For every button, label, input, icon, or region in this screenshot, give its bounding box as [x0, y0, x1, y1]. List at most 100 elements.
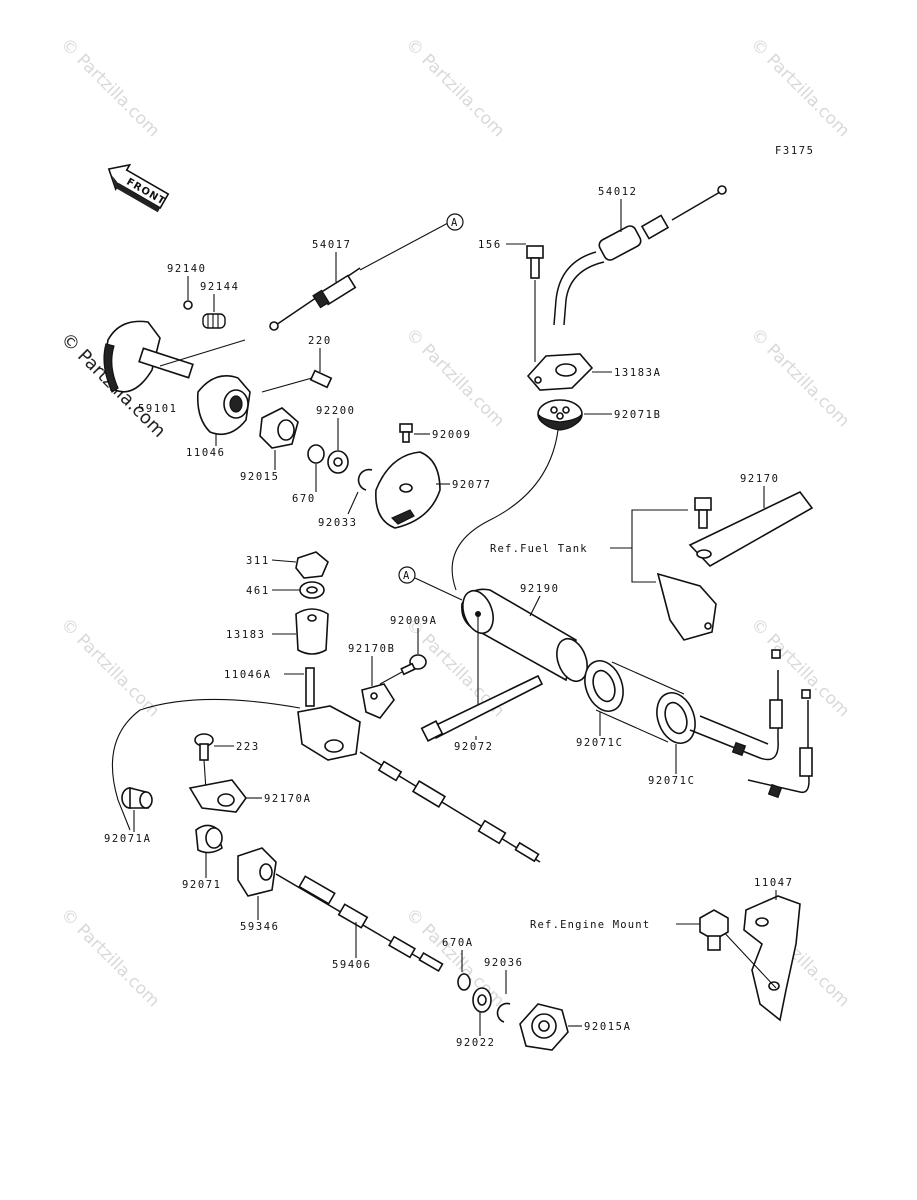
part-92170a-clamp	[188, 779, 247, 813]
watermark: © Partzilla.com	[746, 324, 853, 431]
label-92071c-1: 92071C	[576, 737, 624, 749]
watermark: © Partzilla.com	[56, 614, 163, 721]
front-arrow-icon: FRONT	[107, 163, 170, 213]
part-92071b-grommet	[537, 399, 583, 431]
watermark: © Partzilla.com	[56, 904, 163, 1011]
part-54012-cable	[553, 185, 727, 326]
part-92077-cover	[375, 451, 441, 529]
label-220: 220	[308, 335, 332, 347]
part-92071c-grommet-1	[584, 660, 624, 712]
part-311-nut	[295, 551, 329, 579]
label-92071c-2: 92071C	[648, 775, 696, 787]
label-13183: 13183	[226, 629, 266, 641]
part-92072-strap	[420, 674, 544, 742]
callout-a-letter: A	[451, 217, 459, 229]
label-92071: 92071	[182, 879, 222, 891]
watermark: © Partzilla.com	[56, 34, 163, 141]
part-11047-bracket	[719, 895, 801, 1022]
callout-a-middle-letter: A	[403, 570, 411, 582]
watermark: © Partzilla.com	[746, 34, 853, 141]
label-92170a: 92170A	[264, 793, 312, 805]
part-13183-spacer	[295, 608, 329, 655]
part-670a-oring	[457, 973, 471, 991]
label-92071a: 92071A	[104, 833, 152, 845]
label-59406: 59406	[332, 959, 372, 971]
label-11047: 11047	[754, 877, 794, 889]
engine-mount-bolt	[699, 909, 729, 951]
callout-a-middle: A	[398, 566, 463, 601]
label-11046a: 11046A	[224, 669, 272, 681]
label-13183a: 13183A	[614, 367, 662, 379]
part-92071-grommet	[195, 824, 223, 854]
part-220-bolt	[261, 369, 333, 393]
watermark: © Partzilla.com	[401, 324, 508, 431]
part-92009-screw	[399, 423, 413, 443]
watermark: © Partzilla.com	[746, 614, 853, 721]
figure-code: F3175	[775, 145, 815, 157]
watermark-layer: © Partzilla.com © Partzilla.com © Partzi…	[56, 34, 853, 1011]
part-92022-washer	[472, 987, 492, 1013]
part-59101-lever	[103, 320, 246, 393]
fuel-tank-bracket	[656, 572, 717, 641]
label-156: 156	[478, 239, 502, 251]
label-11046: 11046	[186, 447, 226, 459]
part-92036-clip	[496, 1002, 511, 1023]
label-92144: 92144	[200, 281, 240, 293]
label-92071b: 92071B	[614, 409, 662, 421]
label-223: 223	[236, 741, 260, 753]
label-92077: 92077	[452, 479, 492, 491]
part-92071c-grommet-2	[656, 692, 696, 744]
part-670-oring	[307, 444, 325, 464]
label-92036: 92036	[484, 957, 524, 969]
label-311: 311	[246, 555, 270, 567]
ref-fuel-tank-label: Ref.Fuel Tank	[490, 543, 588, 555]
part-92015-nut	[259, 407, 299, 449]
label-92170: 92170	[740, 473, 780, 485]
label-92022: 92022	[456, 1037, 496, 1049]
part-11046a-bracket	[297, 667, 361, 761]
part-92200-washer	[327, 450, 349, 474]
part-92071a-grommet	[121, 786, 153, 809]
ref-fuel-tank-leader	[631, 509, 688, 583]
shift-cable-middle	[359, 751, 541, 863]
label-92170b: 92170B	[348, 643, 396, 655]
part-92140-ball	[183, 300, 193, 310]
part-92144-spring	[202, 313, 226, 329]
part-92170b-clamp	[361, 683, 395, 719]
label-92015a: 92015A	[584, 1021, 632, 1033]
callout-a-top	[446, 213, 464, 231]
part-92009a-screw	[379, 654, 427, 685]
label-670: 670	[292, 493, 316, 505]
label-461: 461	[246, 585, 270, 597]
cable-routing-line	[451, 429, 559, 591]
label-92009a: 92009A	[390, 615, 438, 627]
part-223-screw	[194, 733, 214, 791]
part-461-washer	[299, 581, 325, 599]
part-92015a-nut	[519, 1003, 569, 1051]
ref-engine-mount-label: Ref.Engine Mount	[530, 919, 650, 931]
label-92033: 92033	[318, 517, 358, 529]
part-54017-cable: A	[269, 213, 464, 331]
label-59346: 59346	[240, 921, 280, 933]
part-59406-cable	[275, 873, 444, 973]
part-92033-clip	[357, 468, 373, 491]
label-92072: 92072	[454, 741, 494, 753]
cable-routing-left	[111, 698, 301, 831]
part-13183a-plate	[526, 353, 594, 391]
label-92009: 92009	[432, 429, 472, 441]
part-labels: 54017 92140 92144 59101 220 11046 92015 …	[104, 186, 794, 1049]
part-11046-bracket	[196, 375, 251, 436]
label-92015: 92015	[240, 471, 280, 483]
label-92190: 92190	[520, 583, 560, 595]
label-92140: 92140	[167, 263, 207, 275]
part-59346-stopper	[237, 847, 277, 897]
label-59101: 59101	[138, 403, 178, 415]
part-156-bolt	[526, 245, 544, 362]
label-670a: 670A	[442, 937, 474, 949]
label-92200: 92200	[316, 405, 356, 417]
watermark: © Partzilla.com	[401, 34, 508, 141]
part-92170-strap	[688, 490, 814, 568]
part-92190-tube	[461, 588, 588, 683]
